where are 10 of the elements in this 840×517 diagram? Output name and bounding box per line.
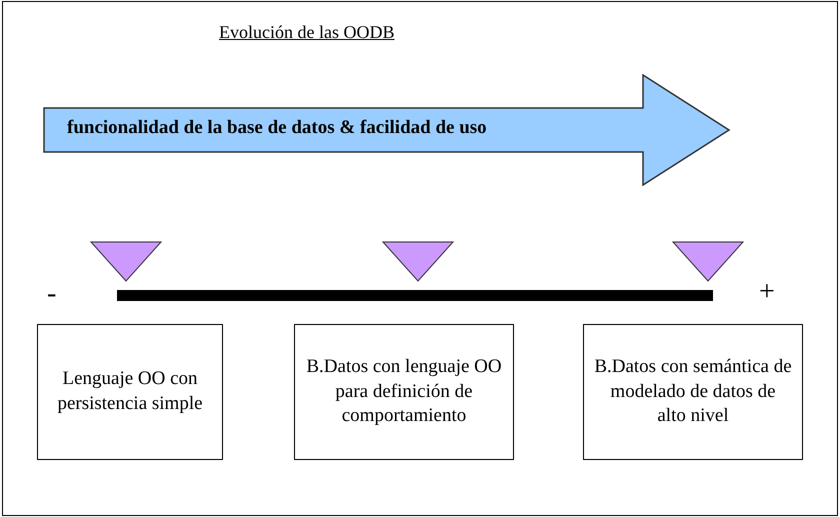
stage-box [294, 324, 514, 460]
stage-box [37, 324, 223, 460]
arrow-label: funcionalidad de la base de datos & facilidad de uso [67, 117, 487, 139]
scale-sign: + [759, 278, 775, 306]
stage-box [583, 324, 803, 460]
stage-text: B.Datos con lenguaje OO para definición de comportamiento [305, 354, 503, 428]
diagram-title: Evolución de las OODB [219, 22, 394, 43]
stage-text: B.Datos con semántica de modelado de datos de alto nivel [593, 354, 793, 428]
scale-sign: - [47, 280, 56, 308]
stage-text: Lenguaje OO con persistencia simple [56, 367, 204, 416]
